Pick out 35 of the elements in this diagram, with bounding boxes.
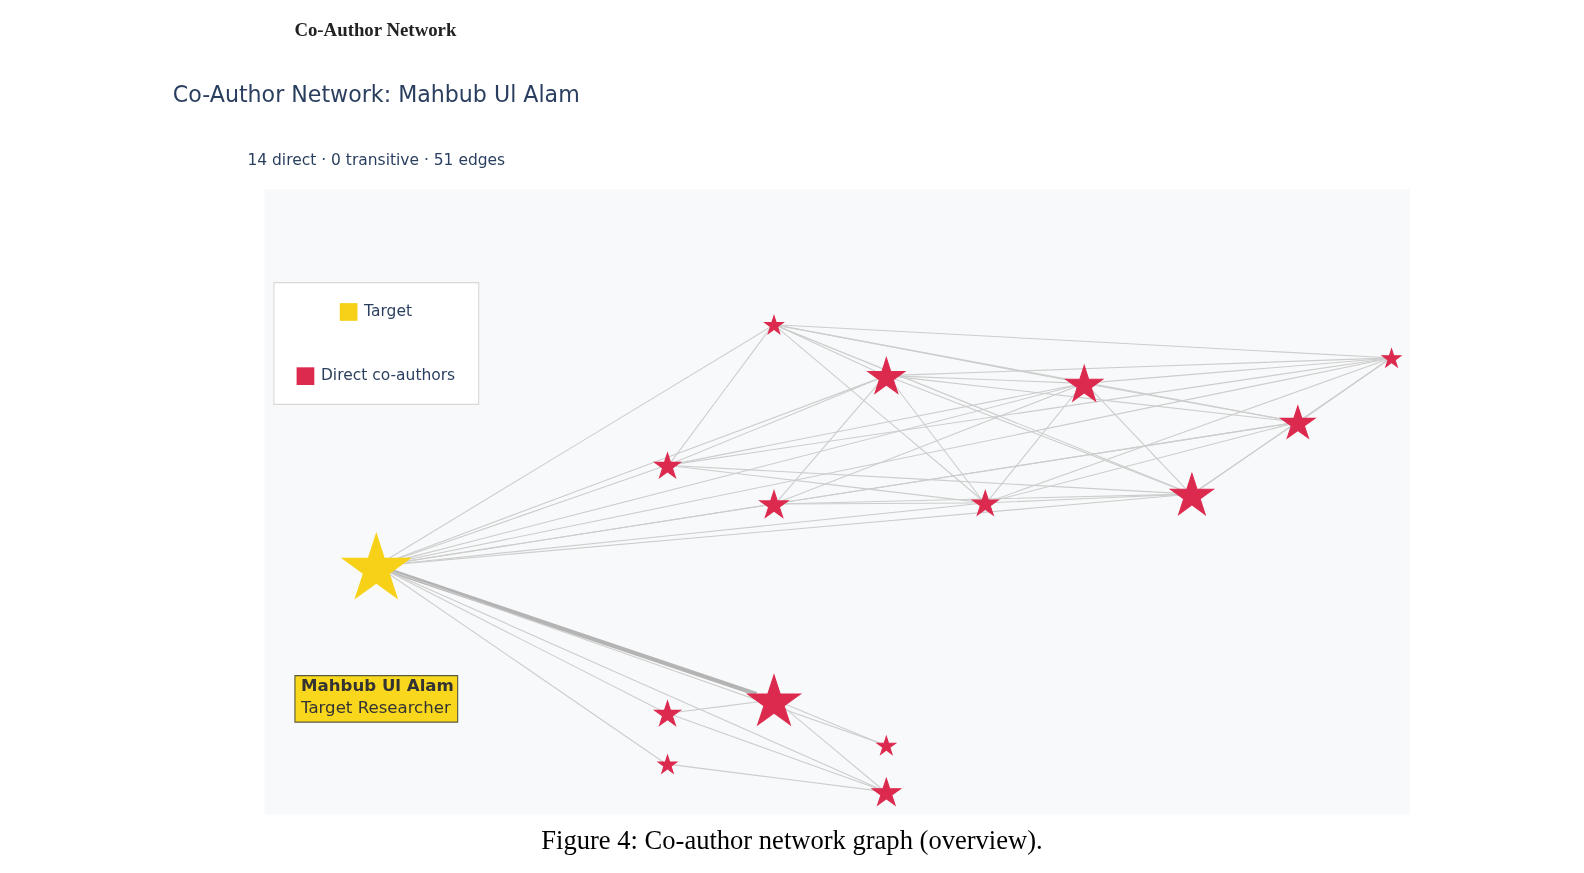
connector [777, 327, 983, 501]
node-star [763, 314, 785, 336]
node-star [970, 488, 1000, 517]
connector [1094, 384, 1283, 420]
connector [785, 703, 881, 744]
node-box [273, 282, 480, 405]
node-star [1168, 471, 1216, 516]
node-star [656, 753, 679, 775]
label: Co-Author Network [294, 18, 457, 40]
connector [390, 571, 880, 790]
node-star [340, 532, 412, 600]
node-star [1380, 347, 1403, 369]
connector [1092, 390, 1187, 490]
connector [988, 392, 1076, 501]
node-star [652, 699, 683, 727]
connector [408, 358, 1387, 560]
node-star [1278, 404, 1317, 440]
caption: Figure 4: Co-author network graph (overview). [541, 824, 1043, 855]
node-star [758, 488, 790, 519]
node-star [875, 734, 898, 756]
node-star [1064, 363, 1105, 403]
connector [391, 571, 881, 744]
connector [678, 358, 1387, 465]
connector [1198, 360, 1389, 490]
connector [778, 325, 1283, 420]
node-star [652, 451, 683, 479]
node-star [866, 356, 907, 395]
label: 14 direct · 0 transitive · 51 edges [247, 150, 506, 169]
diagram-title: Co-Author Network: Mahbub Ul Alam [172, 81, 580, 108]
legend-label: Target [364, 302, 413, 321]
legend-label: Direct co-authors [320, 366, 456, 385]
node-box: Mahbub Ul Alam Target Researcher [294, 675, 459, 723]
connector [785, 423, 1289, 503]
node-star [870, 776, 903, 807]
node-star [745, 673, 803, 727]
